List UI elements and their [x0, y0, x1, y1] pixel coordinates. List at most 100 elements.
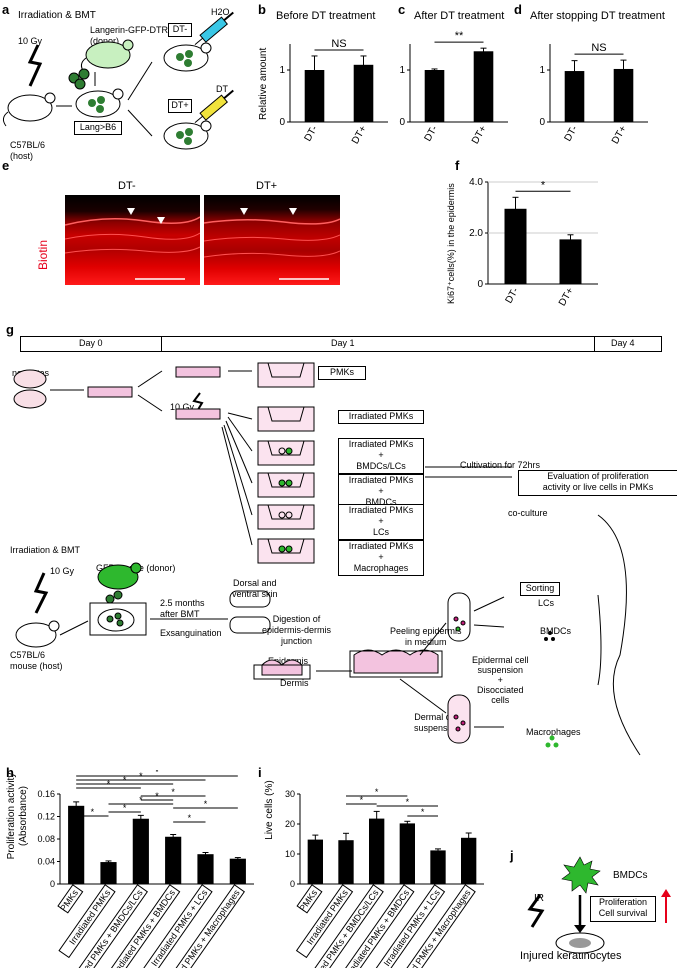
x-tick-label-group: DT+ — [610, 124, 629, 146]
bar — [165, 836, 182, 884]
panel-b-ylabel: Relative amount — [258, 47, 269, 120]
timeline-day0: Day 0 — [79, 338, 103, 348]
bone-marrow-cells-icon — [68, 68, 90, 90]
x-tick-label-box — [370, 884, 446, 968]
timeline-day1: Day 1 — [331, 338, 355, 348]
x-tick-label-group: PMKs — [296, 884, 323, 914]
arrow — [419, 622, 447, 656]
bmdc-starburst-icon — [561, 856, 601, 894]
arrow — [59, 620, 89, 636]
panel-f-ylabel: Ki67⁺cells(%) in the epidermis — [446, 183, 456, 304]
x-tick-label-box — [100, 884, 181, 968]
transwell-bmdc-lc-icon — [257, 440, 315, 466]
x-tick-label: DT+ — [350, 124, 369, 146]
y-tick-label: 20 — [285, 819, 295, 829]
arrow — [225, 420, 253, 484]
evaluation-box: Evaluation of proliferation activity or … — [518, 470, 677, 496]
bar — [338, 840, 354, 884]
y-tick-label: 0.08 — [37, 834, 55, 844]
arrow — [473, 596, 505, 612]
x-tick-label-box — [147, 884, 245, 968]
x-tick-label-box — [58, 884, 116, 959]
x-tick-label-box — [334, 884, 415, 968]
skin-sample-icon — [261, 659, 303, 676]
panel-f-letter: f — [455, 158, 460, 173]
host-mouse-icon — [15, 620, 60, 648]
y-tick-label: 0 — [50, 879, 55, 889]
bar — [100, 862, 117, 884]
months-label: 2.5 months after BMT — [160, 598, 205, 619]
dt-minus-mouse-icon — [163, 42, 212, 72]
x-tick-label: DT- — [563, 124, 581, 143]
irradiated-pmks-bmdcs-lcs-box: Irradiated PMKs + BMDCs/LCs — [338, 438, 424, 474]
lcs-label: LCs — [538, 598, 555, 608]
macrophage-dots-icon — [545, 735, 559, 748]
panel-e-dt-plus: DT+ — [256, 180, 278, 192]
significance-label: * — [360, 795, 364, 805]
panel-d-letter: d — [514, 2, 522, 17]
micrograph-dt-plus — [204, 195, 340, 285]
lightning-icon — [27, 44, 43, 87]
y-tick-label: 0 — [279, 117, 285, 128]
neonate-mice-icon — [13, 369, 47, 409]
timeline-day4: Day 4 — [611, 338, 635, 348]
bar — [197, 854, 214, 884]
x-tick-label-box — [295, 884, 354, 959]
bar — [613, 68, 634, 122]
dermis-label: Dermis — [280, 678, 309, 688]
micrograph-dt-plus-texture — [204, 208, 340, 280]
timeline-bar: Day 0 Day 1 Day 4 — [20, 336, 662, 352]
bar — [307, 839, 323, 884]
bmt-title: Irradiation & BMT — [10, 545, 81, 555]
panel-c-letter: c — [398, 2, 406, 17]
significance-label: * — [204, 799, 208, 809]
panel-h-ylabel: Proliferation activity (Absorbance) — [6, 772, 29, 860]
panel-a-h2o: H2O — [211, 7, 230, 17]
cultivation-label: Cultivation for 72hrs — [460, 460, 541, 470]
lightning-icon — [192, 392, 204, 414]
arrow — [137, 370, 163, 388]
bar — [564, 71, 585, 122]
timeline-divider — [161, 337, 162, 351]
y-tick-label: 0 — [539, 117, 545, 128]
bar — [369, 818, 385, 884]
arrowhead-icon — [289, 208, 297, 215]
bar — [461, 837, 477, 884]
significance-label: * — [375, 787, 379, 797]
bmdc-dots-icon — [544, 631, 555, 641]
panel-j-target: Injured keratinocytes — [520, 950, 622, 962]
y-tick-label: 0 — [399, 117, 405, 128]
x-tick-label: DT+ — [557, 286, 576, 308]
panel-h-letter: h — [6, 765, 14, 780]
significance-label: * — [421, 807, 425, 817]
y-tick-label: 1 — [279, 65, 285, 76]
arrow — [227, 412, 253, 420]
panel-a-dt-plus-box: DT+ — [168, 99, 192, 113]
x-tick-label: DT- — [504, 286, 522, 305]
y-tick-label: 0 — [477, 279, 483, 290]
lightning-icon — [527, 894, 545, 928]
arrow — [473, 624, 505, 628]
panel-a-dt-minus-box: DT- — [168, 23, 192, 37]
coculture-label: co-culture — [508, 508, 548, 518]
transwell-lc-icon — [257, 504, 315, 530]
bone-marrow-cell — [113, 590, 123, 600]
transwell-macrophage-icon — [257, 538, 315, 564]
panel-g-letter: g — [6, 322, 14, 337]
x-tick-label-group: DT+ — [470, 124, 489, 146]
significance-label: * — [188, 813, 192, 823]
x-tick-label: DT+ — [470, 124, 489, 146]
dermal-tube-icon — [447, 694, 471, 744]
transwell-bmdc-icon — [257, 472, 315, 498]
x-tick-label: Irradiated PMKs + LCs — [382, 887, 443, 968]
gfp-donor-mouse-icon — [97, 562, 142, 590]
arrowhead-icon — [157, 217, 165, 224]
y-tick-label: 2.0 — [469, 228, 483, 239]
significance-label: * — [541, 179, 546, 191]
epidermal-suspension-label: Epidermal cell suspension + Disocciated … — [472, 655, 529, 705]
skin-piece-icon — [229, 590, 271, 608]
x-tick-label-group: DT- — [504, 286, 522, 305]
y-tick-label: 4.0 — [469, 177, 483, 188]
